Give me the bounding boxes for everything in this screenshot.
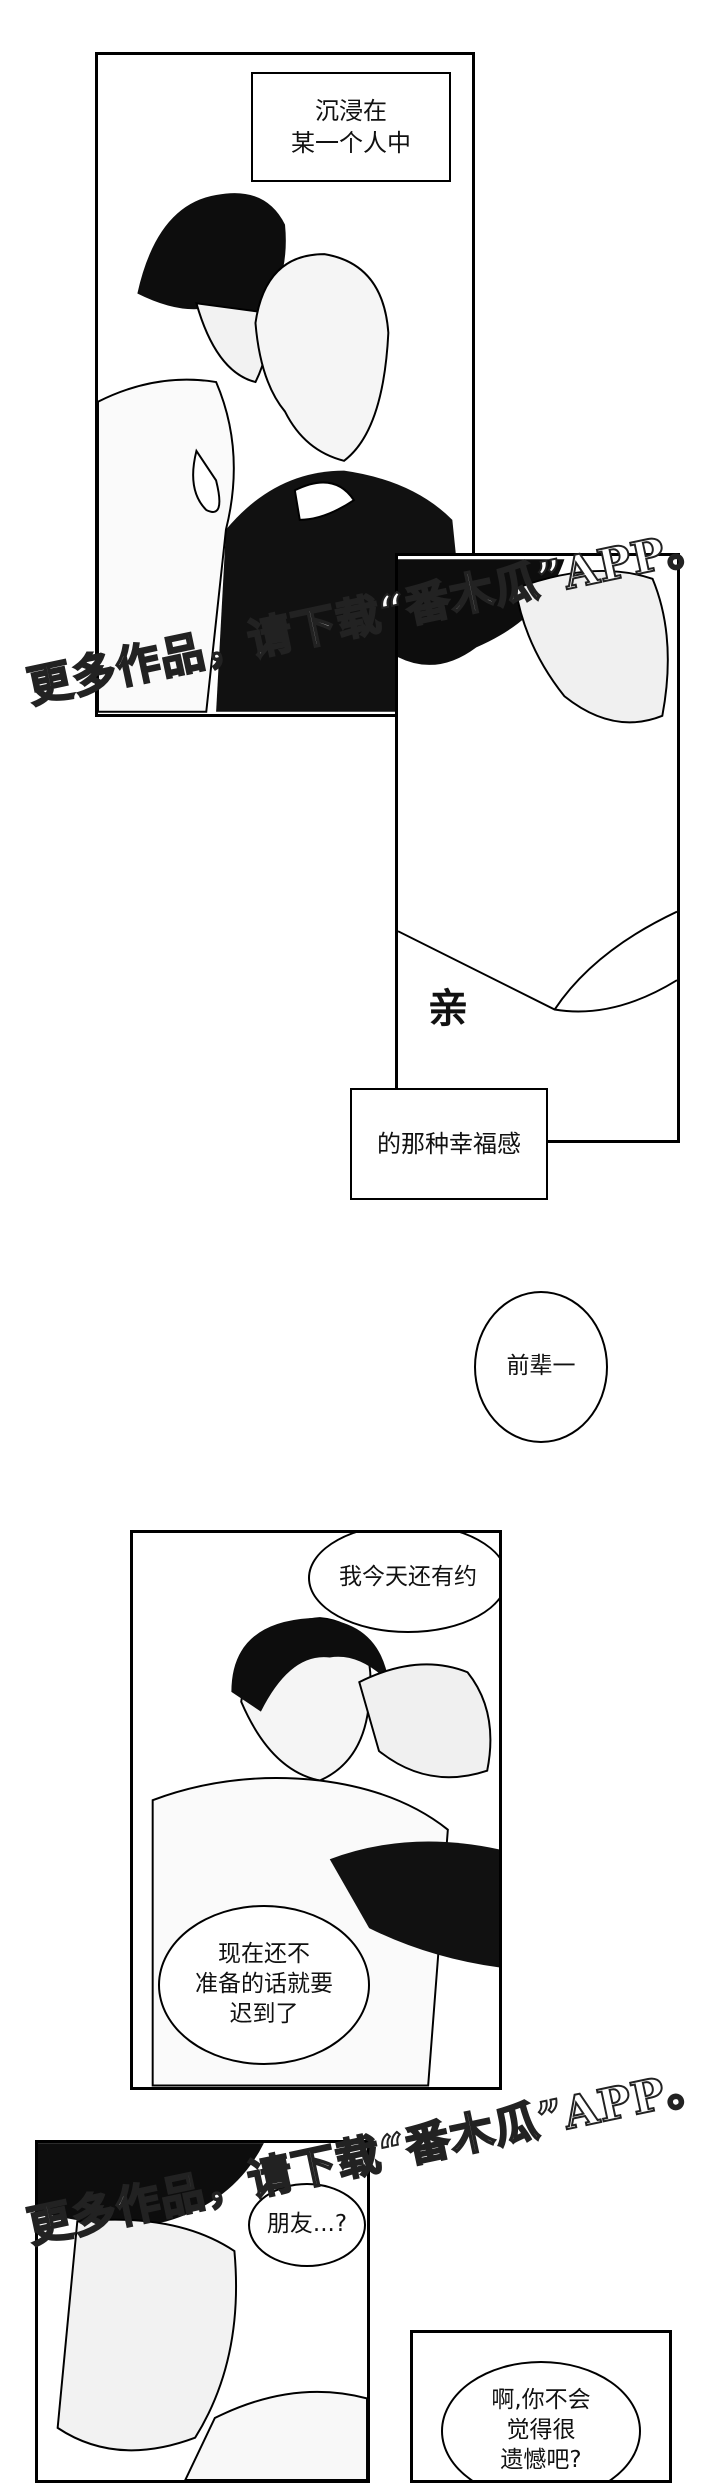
panel-2-illustration xyxy=(398,559,677,1013)
panel-5-regret: 啊,你不会 觉得很 遗憾吧? xyxy=(410,2330,672,2483)
caption-immersed: 沉浸在 某一个人中 xyxy=(251,72,451,182)
panel-3-appointment: 我今天还有约 现在还不 准备的话就要 迟到了 xyxy=(130,1530,502,2090)
sfx-kiss: 亲 xyxy=(428,986,470,1032)
caption-happiness: 的那种幸福感 xyxy=(350,1088,548,1200)
panel-4-illustration xyxy=(38,2143,367,2480)
bubble-regret: 啊,你不会 觉得很 遗憾吧? xyxy=(441,2361,641,2480)
bubble-friend: 朋友...? xyxy=(248,2183,366,2267)
panel-4-friend: 朋友...? xyxy=(35,2140,370,2483)
bubble-late: 现在还不 准备的话就要 迟到了 xyxy=(158,1905,370,2065)
panel-2-closeup: 亲 xyxy=(395,553,680,1143)
bubble-appointment: 我今天还有约 xyxy=(308,1533,499,1633)
bubble-senpai: 前辈一 xyxy=(474,1291,608,1443)
